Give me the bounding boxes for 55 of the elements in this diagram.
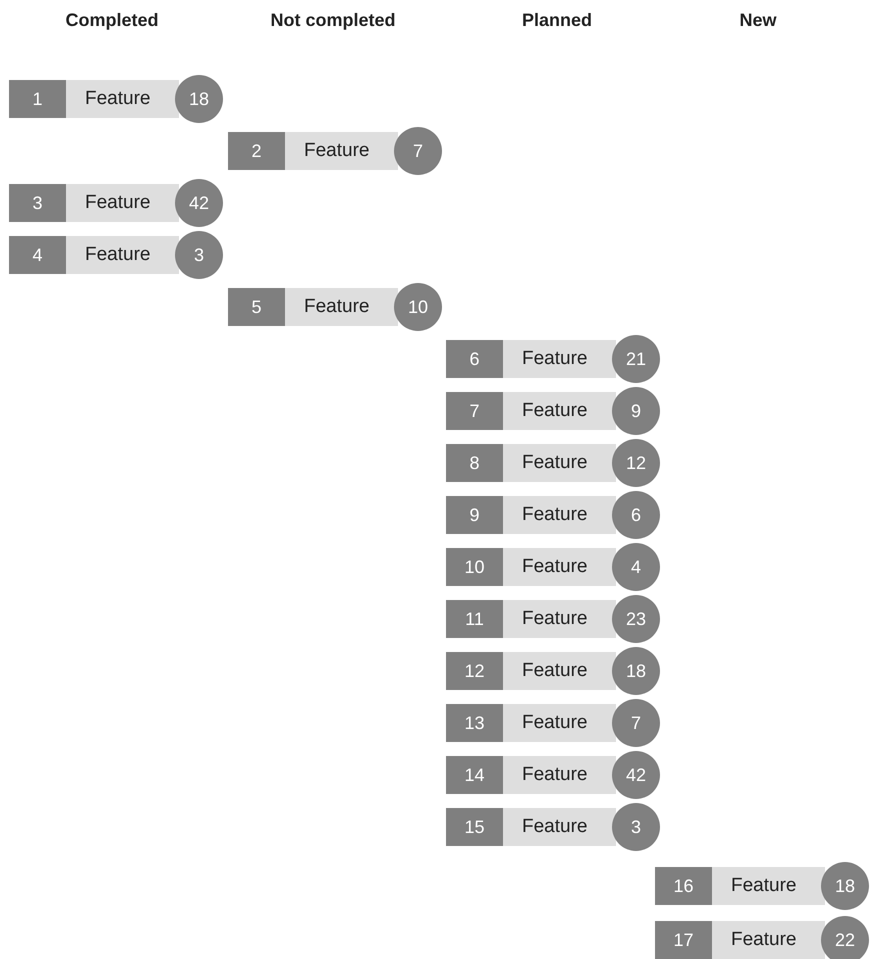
feature-text: Feature <box>522 713 588 733</box>
count-circle: 42 <box>175 179 223 227</box>
number-tag: 10 <box>446 548 503 586</box>
feature-text: Feature <box>85 245 150 265</box>
count-circle: 4 <box>612 543 660 591</box>
count-circle: 9 <box>612 387 660 435</box>
count-circle: 22 <box>821 916 869 959</box>
count-circle: 42 <box>612 751 660 799</box>
number-tag: 5 <box>228 288 285 326</box>
feature-text: Feature <box>85 193 150 213</box>
count-circle: 18 <box>821 862 869 910</box>
feature-text: Feature <box>731 930 796 950</box>
count-circle: 18 <box>612 647 660 695</box>
count-circle: 3 <box>612 803 660 851</box>
feature-text: Feature <box>522 557 588 577</box>
number-tag: 2 <box>228 132 285 170</box>
number-tag: 1 <box>9 80 66 118</box>
feature-text: Feature <box>522 609 588 629</box>
number-tag: 17 <box>655 921 712 959</box>
feature-text: Feature <box>522 401 588 421</box>
number-tag: 6 <box>446 340 503 378</box>
column-heading: New <box>740 10 776 31</box>
feature-text: Feature <box>522 453 588 473</box>
number-tag: 4 <box>9 236 66 274</box>
feature-text: Feature <box>304 297 370 317</box>
feature-text: Feature <box>522 505 588 525</box>
count-circle: 7 <box>612 699 660 747</box>
count-circle: 21 <box>612 335 660 383</box>
number-tag: 12 <box>446 652 503 690</box>
column-heading: Not completed <box>270 10 396 31</box>
feature-text: Feature <box>522 661 588 681</box>
feature-text: Feature <box>304 141 370 161</box>
number-tag: 13 <box>446 704 503 742</box>
count-circle: 12 <box>612 439 660 487</box>
number-tag: 16 <box>655 867 712 905</box>
count-circle: 7 <box>394 127 442 175</box>
number-tag: 11 <box>446 600 503 638</box>
number-tag: 7 <box>446 392 503 430</box>
column-heading: Planned <box>522 10 592 31</box>
feature-text: Feature <box>522 349 588 369</box>
number-tag: 14 <box>446 756 503 794</box>
number-tag: 9 <box>446 496 503 534</box>
number-tag: 3 <box>9 184 66 222</box>
feature-text: Feature <box>85 89 150 109</box>
feature-text: Feature <box>731 876 796 896</box>
column-heading: Completed <box>66 10 158 31</box>
count-circle: 10 <box>394 283 442 331</box>
number-tag: 8 <box>446 444 503 482</box>
feature-text: Feature <box>522 765 588 785</box>
count-circle: 3 <box>175 231 223 279</box>
count-circle: 23 <box>612 595 660 643</box>
count-circle: 6 <box>612 491 660 539</box>
count-circle: 18 <box>175 75 223 123</box>
feature-text: Feature <box>522 817 588 837</box>
number-tag: 15 <box>446 808 503 846</box>
